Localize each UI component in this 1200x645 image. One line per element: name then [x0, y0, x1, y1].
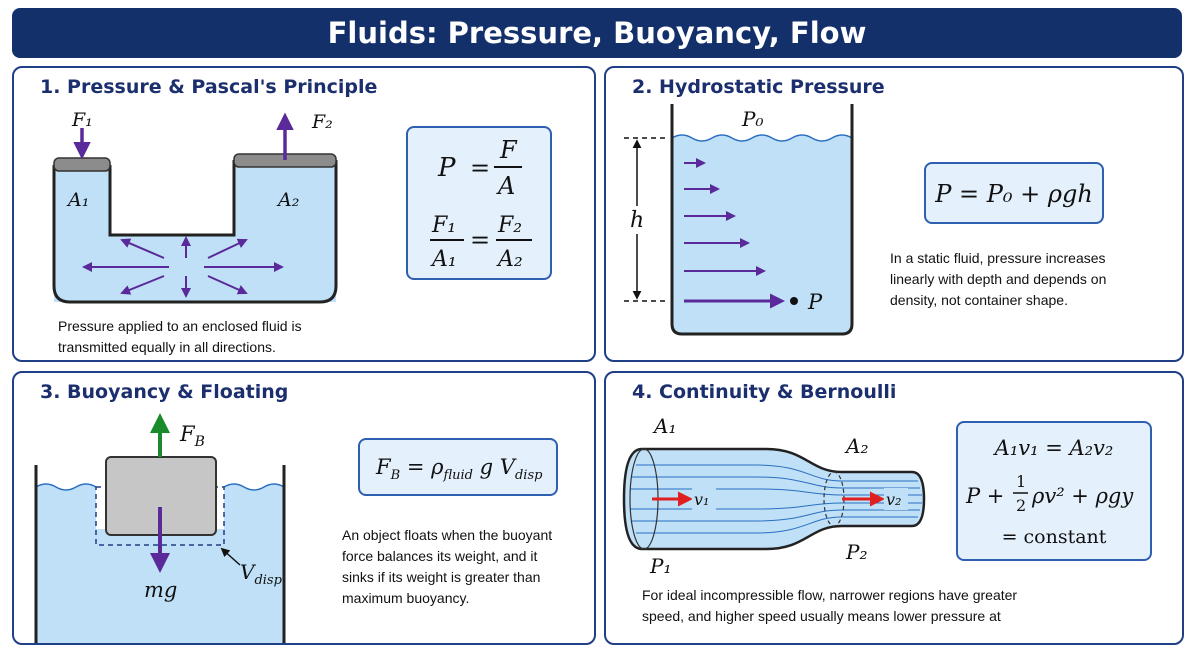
- pressure-arrow: [207, 238, 248, 259]
- pressure-arrow: [207, 275, 248, 295]
- label-fb: FB: [179, 422, 205, 450]
- svg-text:1: 1: [1016, 472, 1026, 491]
- label-v2: v₂: [886, 490, 901, 509]
- label-a1: A₁: [652, 414, 676, 438]
- svg-text:F₁: F₁: [431, 213, 456, 238]
- bernoulli-diagram: v₁ v₂ A₁ A₂ P₁ P₂: [622, 414, 926, 578]
- label-f1: F₁: [71, 109, 93, 131]
- tank: [670, 104, 854, 336]
- label-h: h: [630, 208, 644, 233]
- panel-title: 4. Continuity & Bernoulli: [632, 381, 897, 403]
- panel-bernoulli: 4. Continuity & Bernoulli v₁ v₂ A₁ A₂ P₁…: [604, 371, 1184, 645]
- formula-box: P = P₀ + ρgh: [924, 162, 1104, 224]
- svg-text:P +: P +: [965, 484, 1004, 508]
- streamline: [630, 502, 922, 510]
- vdisp-pointer: [220, 547, 241, 566]
- water-surface: [671, 134, 853, 142]
- label-a2: A₂: [844, 434, 868, 458]
- streamline: [630, 488, 922, 496]
- pressure-arrow: [120, 238, 165, 259]
- pascal-description: Pressure applied to an enclosed fluid is…: [58, 318, 302, 355]
- small-piston: [53, 157, 111, 172]
- svg-text:= constant: = constant: [1002, 526, 1107, 548]
- label-a1: A₁: [66, 189, 89, 211]
- svg-text:A: A: [496, 172, 515, 200]
- svg-text:ρv² + ρgy: ρv² + ρgy: [1031, 484, 1134, 508]
- pascal-diagram: F₁ F₂ A₁ A₂: [52, 109, 338, 304]
- point-p: [790, 297, 798, 305]
- label-f2: F₂: [311, 111, 333, 133]
- buoyancy-formula: FB = ρfluid g Vdisp: [375, 455, 543, 483]
- svg-text:=: =: [470, 226, 490, 254]
- panel-hydrostatic: 2. Hydrostatic Pressure h P₀ P P = P₀ + …: [604, 66, 1184, 362]
- svg-text:2: 2: [1016, 496, 1026, 515]
- streamline: [632, 509, 920, 522]
- streamline: [632, 476, 920, 489]
- panel-pascal: 1. Pressure & Pascal's Principle F₁ F₂ A…: [12, 66, 596, 362]
- svg-text:F₂: F₂: [497, 213, 522, 238]
- label-a2: A₂: [276, 189, 299, 211]
- svg-text:FB = ρfluid g Vdisp: FB = ρfluid g Vdisp: [375, 455, 543, 483]
- svg-text:F: F: [499, 136, 518, 164]
- panel-buoyancy: 3. Buoyancy & Floating FB mg Vdisp FB = …: [12, 371, 596, 645]
- label-p: P: [807, 290, 823, 314]
- buoyancy-diagram: FB mg Vdisp: [34, 413, 286, 643]
- page-title: Fluids: Pressure, Buoyancy, Flow: [12, 8, 1182, 58]
- flow-pipe: [622, 447, 926, 551]
- formula-box: FB = ρfluid g Vdisp: [358, 438, 558, 496]
- pascal-formula: P = F A F₁ A₁ = F₂ A₂: [430, 136, 532, 272]
- formula-box: A₁v₁ = A₂v₂ P + 1 2 ρv² + ρgy = constant: [956, 421, 1152, 561]
- label-p2: P₂: [845, 540, 867, 564]
- bernoulli-description: For ideal incompressible flow, narrower …: [642, 587, 1018, 624]
- label-p1: P₁: [649, 554, 671, 578]
- streamline: [636, 464, 918, 482]
- tank: [34, 465, 286, 643]
- svg-text:A₂: A₂: [496, 247, 523, 272]
- pressure-arrow: [120, 275, 165, 295]
- hydraulic-container: [52, 160, 338, 304]
- hydrostatic-diagram: h P₀ P: [624, 104, 854, 336]
- svg-text:P: P: [437, 153, 456, 183]
- fluid-region: [36, 484, 284, 643]
- svg-text:=: =: [470, 154, 490, 182]
- panel-title: 2. Hydrostatic Pressure: [632, 76, 885, 98]
- bernoulli-formula: A₁v₁ = A₂v₂ P + 1 2 ρv² + ρgy = constant: [965, 436, 1134, 548]
- label-p0: P₀: [741, 107, 763, 131]
- panel-title: 1. Pressure & Pascal's Principle: [40, 76, 378, 98]
- label-mg: mg: [144, 578, 177, 602]
- hydrostatic-formula: P = P₀ + ρgh: [934, 180, 1093, 208]
- buoyancy-description: An object floats when the buoyant force …: [342, 527, 553, 606]
- label-vdisp: Vdisp: [240, 560, 283, 588]
- streamline: [636, 516, 918, 534]
- svg-text:A₁v₁ = A₂v₂: A₁v₁ = A₂v₂: [993, 436, 1114, 460]
- fluid-region: [672, 135, 852, 334]
- panel-title: 3. Buoyancy & Floating: [40, 381, 289, 403]
- formula-box: P = F A F₁ A₁ = F₂ A₂: [406, 126, 552, 280]
- label-v1: v₁: [694, 490, 709, 509]
- hydrostatic-description: In a static fluid, pressure increases li…: [890, 250, 1107, 308]
- svg-text:A₁: A₁: [430, 247, 457, 272]
